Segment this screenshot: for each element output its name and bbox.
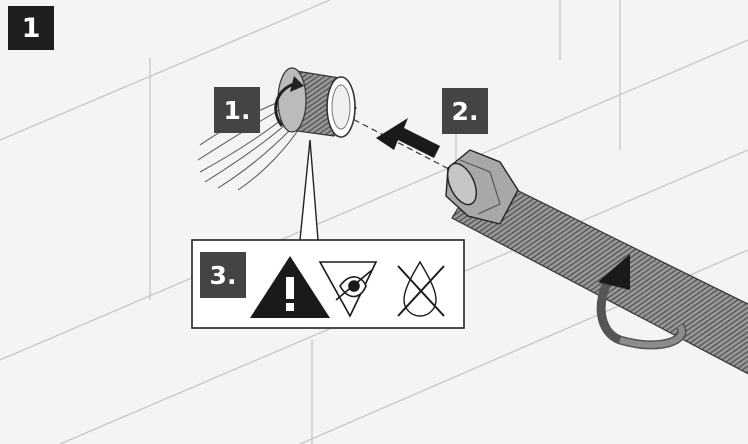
alignment-dash-line (344, 114, 471, 181)
rotate-arrow-icon (596, 254, 687, 350)
step-2-badge: 2. (442, 88, 488, 134)
threaded-fitting (197, 67, 357, 191)
panel-number-badge: 1 (8, 6, 54, 50)
warning-triangle-icon (250, 256, 330, 318)
push-arrow-icon (376, 118, 440, 158)
step-3-badge: 3. (200, 252, 246, 298)
hose (445, 149, 748, 375)
callout-pointer (299, 139, 319, 241)
no-water-drop-icon (397, 260, 445, 317)
step-1-badge: 1. (214, 87, 260, 133)
warning-panel (191, 239, 465, 329)
visual-inspection-icon (318, 261, 378, 318)
